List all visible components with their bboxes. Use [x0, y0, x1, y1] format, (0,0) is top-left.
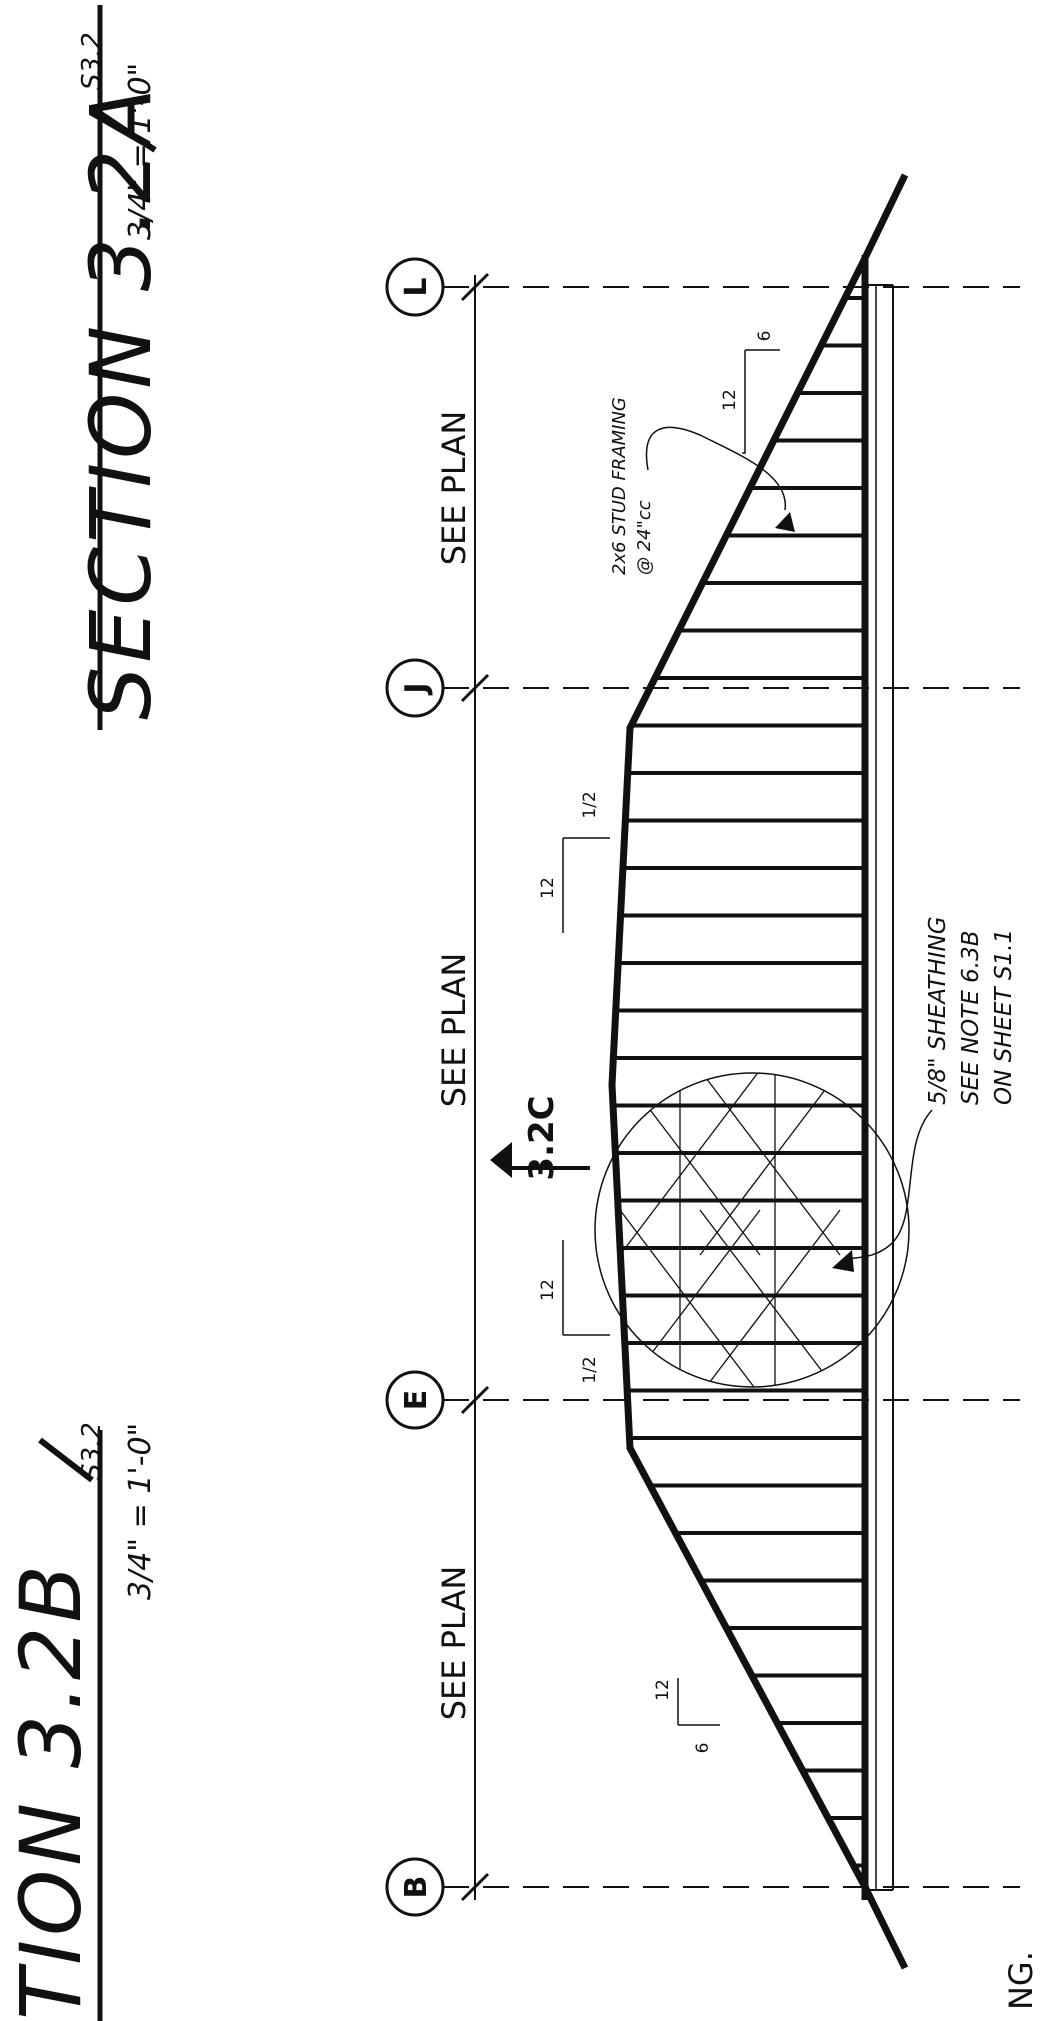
grid-bubble-b: B — [399, 1876, 434, 1899]
slope-upper: 12 1/2 — [538, 791, 610, 933]
bracing-line — [619, 1073, 761, 1256]
bracing-line — [699, 1073, 841, 1256]
bracing-line — [699, 1209, 841, 1387]
stud-note-leader — [645, 426, 786, 511]
see-plan-label-2: SEE PLAN — [435, 953, 473, 1108]
slope-lower: 12 1/2 — [538, 1240, 610, 1384]
section-3-2a-scale: 3/4" = 1'-0" — [123, 63, 158, 240]
sheathing-note-line3: ON SHEET S1.1 — [991, 929, 1017, 1105]
section-3-2b-scale: 3/4" = 1'-0" — [123, 1423, 158, 1600]
stud-note-line1: 2x6 STUD FRAMING — [609, 397, 630, 575]
dimension-string — [460, 272, 490, 1902]
slope-top-rise: 12 — [720, 389, 740, 411]
slope-upper-rise: 12 — [538, 877, 558, 899]
sheathing-note-line1: 5/8" SHEATHING — [925, 916, 951, 1105]
grid-line-e: E — [385, 1370, 1020, 1430]
grid-bubble-e: E — [399, 1390, 434, 1411]
see-plan-label-3: SEE PLAN — [435, 1566, 473, 1721]
slope-lower-rise: 12 — [538, 1279, 558, 1301]
wall-top-plate-outline — [608, 173, 909, 1970]
section-cut-marker: 3.2C — [490, 1095, 590, 1181]
slope-top: 12 6 — [720, 331, 780, 454]
sheathing-note-line2: SEE NOTE 6.3B — [958, 930, 984, 1105]
section-3-2a-slash — [93, 107, 157, 153]
sheathing-note: 5/8" SHEATHING SEE NOTE 6.3B ON SHEET S1… — [832, 916, 1017, 1272]
stud-framing-note: 2x6 STUD FRAMING @ 24"cc — [609, 397, 795, 575]
grid-line-l: L — [385, 257, 1020, 317]
section-3-2b-title-block: TION 3.2B S3.2 3/4" = 1'-0" — [2, 1422, 158, 2021]
sheathing-note-leader — [839, 1109, 933, 1263]
grid-line-b: B — [385, 1857, 1020, 1917]
slope-bottom-run: 6 — [693, 1743, 713, 1754]
section-3-2b-title: TION 3.2B — [2, 1561, 100, 2020]
slope-top-run: 6 — [755, 331, 775, 342]
sheathing-bracing — [619, 1073, 841, 1387]
detail-circle — [594, 1072, 910, 1388]
section-3-2b-sheet: S3.2 — [77, 1422, 107, 1480]
see-plan-label-1: SEE PLAN — [435, 411, 473, 566]
section-3-2b-slash — [38, 1437, 94, 1483]
cut-off-label: NG. — [1002, 1951, 1040, 2010]
slope-upper-run: 1/2 — [580, 791, 600, 818]
sheathing-detail — [594, 1072, 910, 1388]
stud-note-line2: @ 24"cc — [634, 500, 655, 575]
grid-bubble-j: J — [399, 682, 434, 695]
section-marker-label: 3.2C — [522, 1095, 562, 1180]
slope-lower-run: 1/2 — [580, 1356, 600, 1383]
wall-framing — [608, 173, 909, 1970]
section-3-2a-sheet: S3.2 — [77, 32, 107, 90]
grid-line-j: J — [385, 658, 1020, 718]
section-3-2a-title: SECTION 3.2A — [72, 84, 170, 720]
slope-bottom: 12 6 — [653, 1678, 720, 1753]
grid-bubble-l: L — [399, 277, 434, 296]
section-3-2a-title-block: SECTION 3.2A S3.2 3/4" = 1'-0" — [72, 5, 170, 730]
slope-bottom-rise: 12 — [653, 1679, 673, 1701]
stud-framing — [613, 296, 865, 1868]
